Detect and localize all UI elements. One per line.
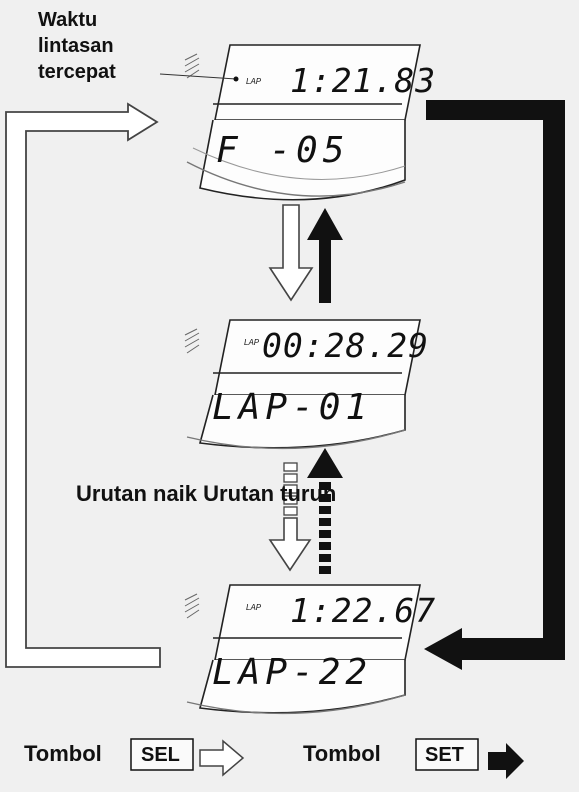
- sel-legend-arrow: [199, 739, 245, 777]
- set-arrow-up-1: [307, 208, 343, 303]
- lap-tag: LAP: [246, 77, 262, 86]
- order-label: Urutan naik Urutan turun: [76, 481, 336, 506]
- set-key-box: [415, 738, 479, 771]
- callout-line-2: lintasan: [38, 35, 114, 57]
- lap-number-display: LAP-22: [212, 652, 372, 693]
- callout-dot: [233, 76, 239, 82]
- sel-loop-arrow: [5, 102, 161, 668]
- callout-line-3: tercepat: [38, 61, 116, 83]
- lap-time-display: 1:21.83: [290, 61, 436, 100]
- legend-set: Tombol SET: [303, 738, 524, 779]
- sel-arrow-down-2: [268, 462, 312, 572]
- lap-time-display: 00:28.29: [262, 326, 429, 365]
- lap-number-display: LAP-01: [212, 387, 372, 428]
- lap-tag: LAP: [244, 338, 260, 347]
- set-arrow-up-2: [307, 448, 343, 574]
- set-loop-arrow: [424, 100, 565, 670]
- callout-leader-line: [159, 73, 237, 80]
- lcd-display-lap-01: LAP 00:28.29 LAP-01: [184, 319, 429, 450]
- callout-line-1: Waktu: [38, 9, 97, 31]
- lcd-display-lap-22: LAP 1:22.67 LAP-22: [184, 584, 436, 715]
- legend-set-word: Tombol: [303, 741, 381, 766]
- legend-sel-word: Tombol: [24, 741, 102, 766]
- sel-arrow-down-1: [268, 204, 314, 302]
- legend-sel: Tombol SEL: [24, 738, 245, 777]
- sel-key-box: [130, 738, 194, 771]
- sel-key-label: SEL: [141, 744, 180, 766]
- set-key-label: SET: [425, 744, 464, 766]
- lcd-display-fastest-lap: LAP 1:21.83 F -05: [184, 44, 436, 201]
- lap-time-display: 1:22.67: [290, 591, 436, 630]
- lap-number-display: F -05: [216, 130, 349, 171]
- set-legend-arrow: [488, 743, 524, 779]
- lap-tag: LAP: [246, 603, 262, 612]
